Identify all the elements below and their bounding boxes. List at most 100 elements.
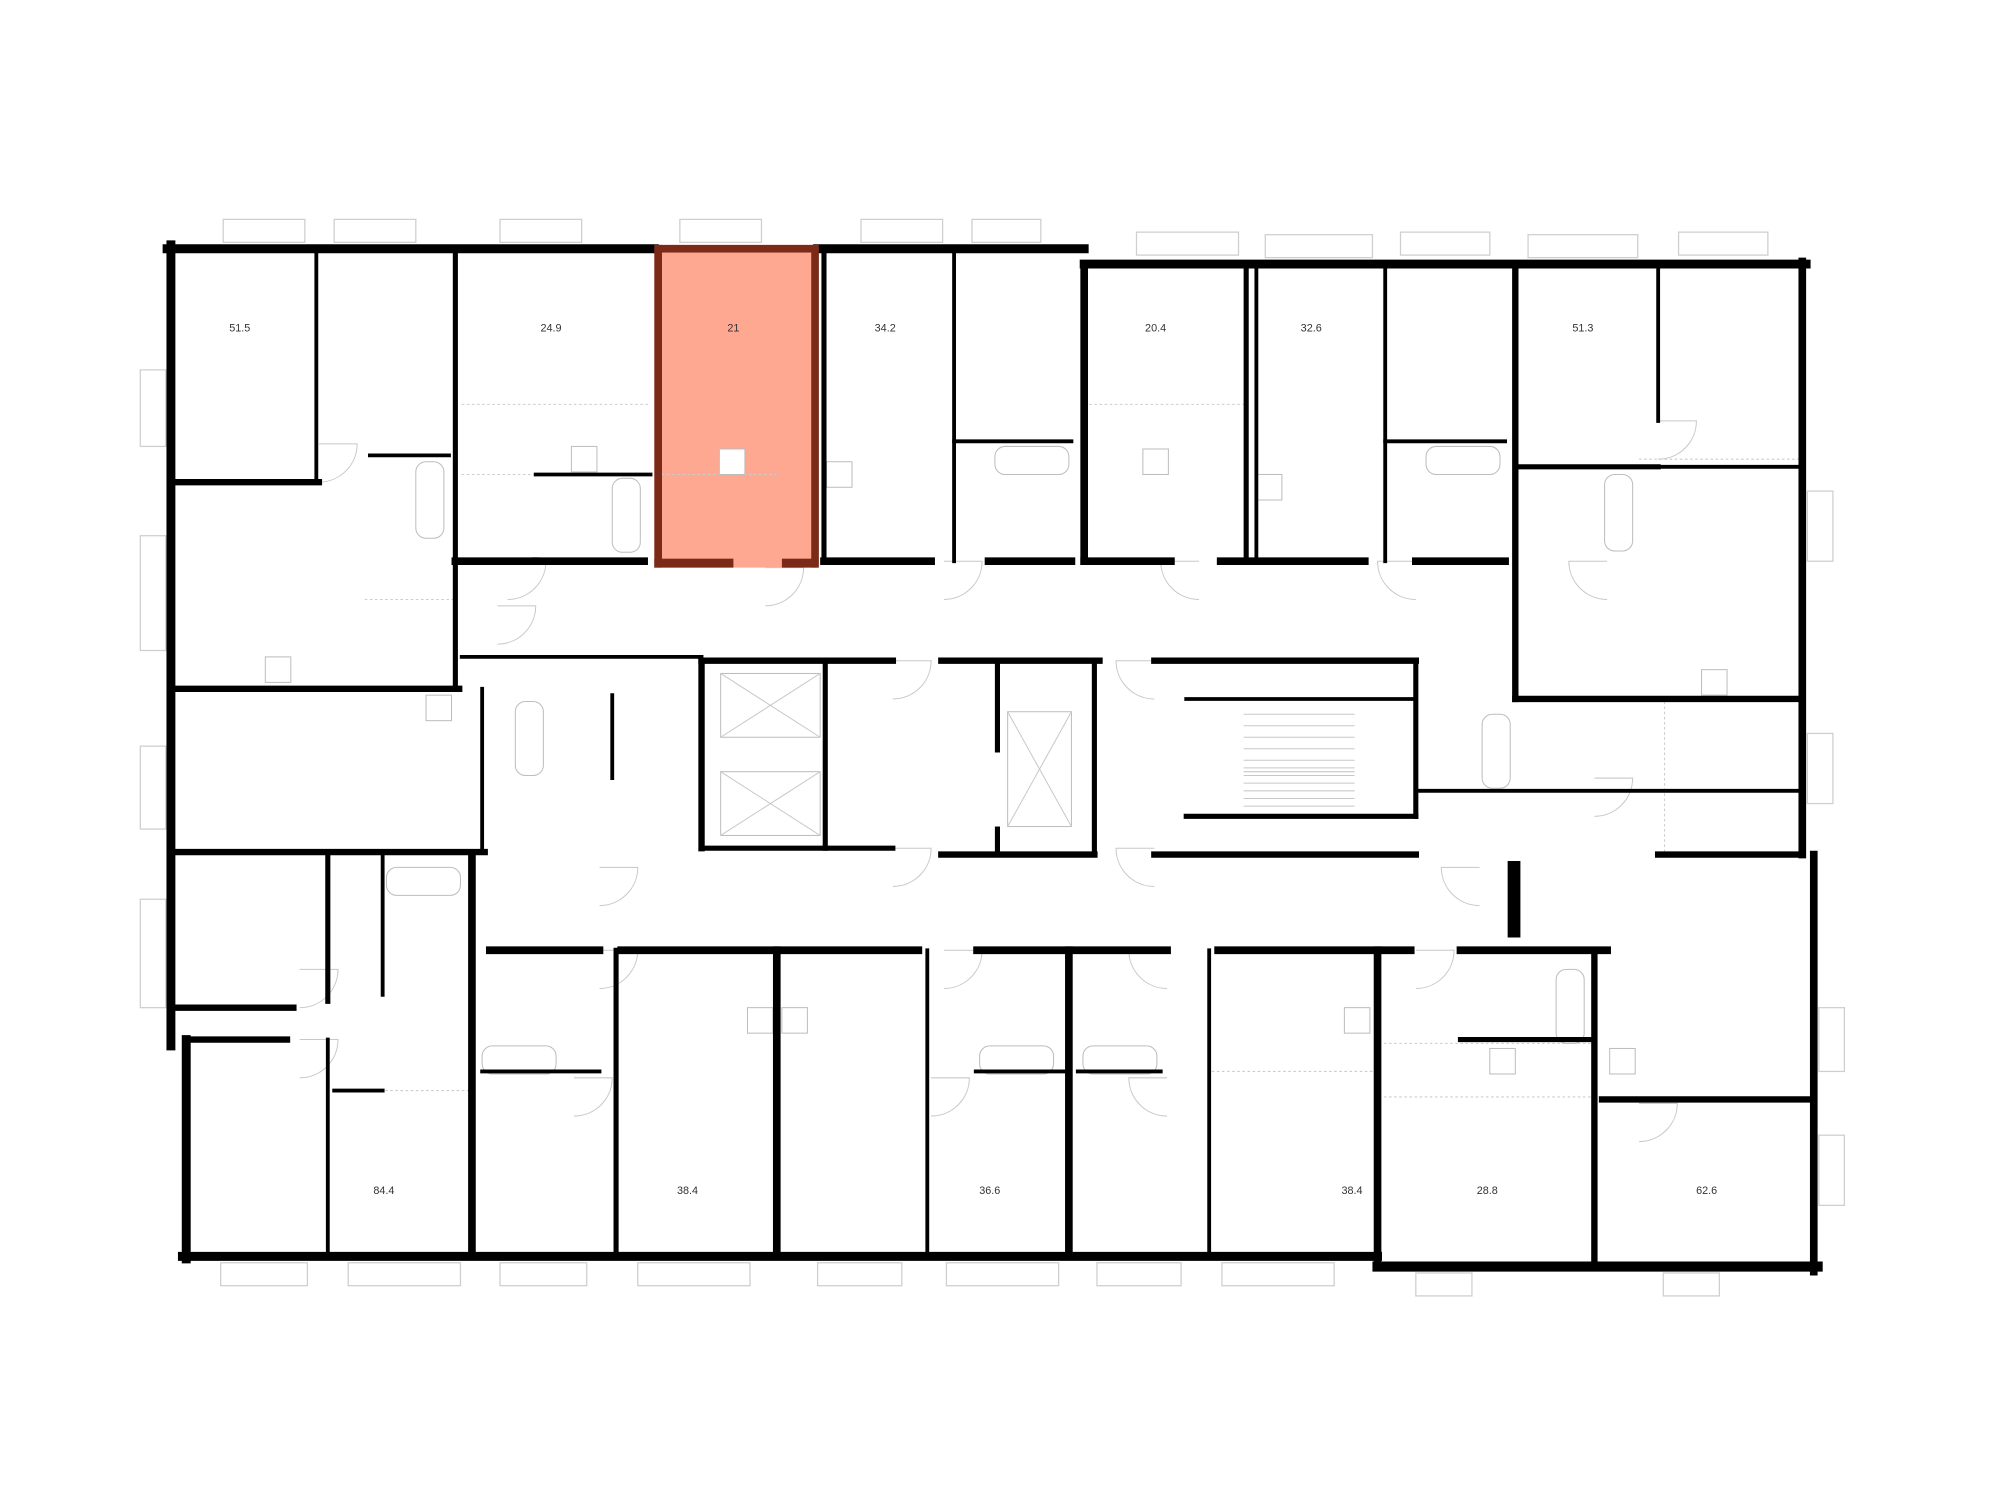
window (499, 218, 583, 243)
apartment-area-label-selected[interactable]: 21 (727, 323, 739, 335)
window (679, 218, 763, 243)
bathtub-icon (994, 445, 1070, 475)
stove-icon (826, 461, 853, 488)
bathtub-icon (1082, 1045, 1158, 1075)
bathtub-icon (385, 866, 461, 896)
door-swing (892, 660, 932, 700)
window (945, 1262, 1060, 1287)
apartment-selected-21[interactable] (654, 244, 818, 568)
window (222, 218, 306, 243)
bathtub-icon (415, 461, 445, 539)
window (1415, 1272, 1473, 1297)
door-swing (1568, 560, 1608, 600)
area-labels-top: 51.5 24.9 21 34.2 20.4 32.6 51.3 (229, 323, 1593, 335)
door-swing (1658, 420, 1697, 460)
window (1264, 234, 1374, 259)
door-swing (299, 1039, 339, 1079)
door-swing (299, 968, 339, 1009)
window (1806, 732, 1834, 805)
door-swing (1115, 660, 1155, 700)
stove-icon (1701, 669, 1728, 696)
door-swing (1415, 949, 1455, 990)
apartment-area-label[interactable]: 32.6 (1301, 323, 1322, 335)
stove-icon (718, 448, 746, 475)
door-swing (1440, 866, 1480, 907)
stove-icon (1343, 1007, 1371, 1034)
door-swing (931, 1077, 970, 1117)
door-swing (573, 1077, 613, 1117)
window (1221, 1262, 1335, 1287)
bathtub-icon (979, 1045, 1055, 1075)
door-swing (1115, 847, 1155, 887)
bathtub-icon (1604, 473, 1634, 552)
elevator-cross (720, 673, 821, 738)
bathtub-icon (481, 1045, 557, 1075)
bathtub-icon (1481, 713, 1511, 789)
bathtub-icon (514, 701, 544, 777)
apartment-area-label[interactable]: 28.8 (1477, 1185, 1498, 1197)
window (971, 218, 1042, 243)
apartment-area-label[interactable]: 20.4 (1145, 323, 1166, 335)
door-swing (1594, 777, 1634, 817)
bathtub-icon (611, 477, 641, 553)
door-swing (892, 847, 932, 887)
apartment-area-label[interactable]: 34.2 (875, 323, 896, 335)
window (1806, 490, 1834, 562)
door-swing (507, 560, 547, 600)
door-swing (943, 560, 983, 600)
door-swing (318, 443, 358, 483)
bathtub-icon (1555, 968, 1585, 1044)
door-swing (1160, 560, 1199, 600)
stove-icon (1609, 1047, 1636, 1075)
door-swing (1639, 1102, 1678, 1143)
window (1527, 234, 1639, 259)
door-swing (943, 949, 983, 990)
bathtub-icon (1425, 445, 1501, 475)
area-labels-bottom: 84.4 38.4 36.6 38.4 28.8 62.6 (373, 1185, 1717, 1197)
window (139, 745, 167, 830)
window (347, 1262, 462, 1287)
door-swing (1128, 1077, 1168, 1117)
door-swing (1128, 949, 1168, 990)
apartment-area-label[interactable]: 51.3 (1572, 323, 1593, 335)
stove-icon (264, 656, 292, 683)
apartment-area-label[interactable]: 38.4 (1342, 1185, 1363, 1197)
stove-icon (746, 1007, 774, 1034)
window (220, 1262, 309, 1287)
apartment-area-label[interactable]: 36.6 (979, 1185, 1000, 1197)
window (333, 218, 417, 243)
window (1677, 231, 1769, 256)
elevator-cross (1007, 711, 1072, 827)
stove-icon (1255, 473, 1283, 501)
door-swing (599, 866, 639, 907)
window (1818, 1007, 1846, 1073)
window (499, 1262, 588, 1287)
stove-icon (1489, 1047, 1516, 1075)
walls (162, 240, 1823, 1276)
window (139, 898, 167, 1009)
apartment-area-label[interactable]: 62.6 (1696, 1185, 1717, 1197)
window (1135, 231, 1240, 256)
stove-icon (1142, 448, 1169, 475)
window (860, 218, 944, 243)
door-swing (765, 567, 805, 607)
stove-icon (425, 694, 453, 722)
stove-icon (570, 445, 598, 473)
window (637, 1262, 751, 1287)
window (1399, 231, 1491, 256)
apartment-area-label[interactable]: 84.4 (373, 1185, 394, 1197)
windows (139, 218, 1846, 1297)
selected-apartment-walls (654, 244, 819, 568)
fixtures (264, 445, 1728, 1075)
apartment-area-label[interactable]: 38.4 (677, 1185, 698, 1197)
apartment-area-label[interactable]: 51.5 (229, 323, 250, 335)
elevator-cross (720, 771, 821, 836)
door-swing (497, 605, 537, 645)
window (816, 1262, 903, 1287)
window (1818, 1134, 1846, 1206)
door-swing (1377, 560, 1416, 600)
stove-icon (781, 1007, 808, 1034)
window (139, 369, 167, 448)
apartment-area-label[interactable]: 24.9 (540, 323, 561, 335)
